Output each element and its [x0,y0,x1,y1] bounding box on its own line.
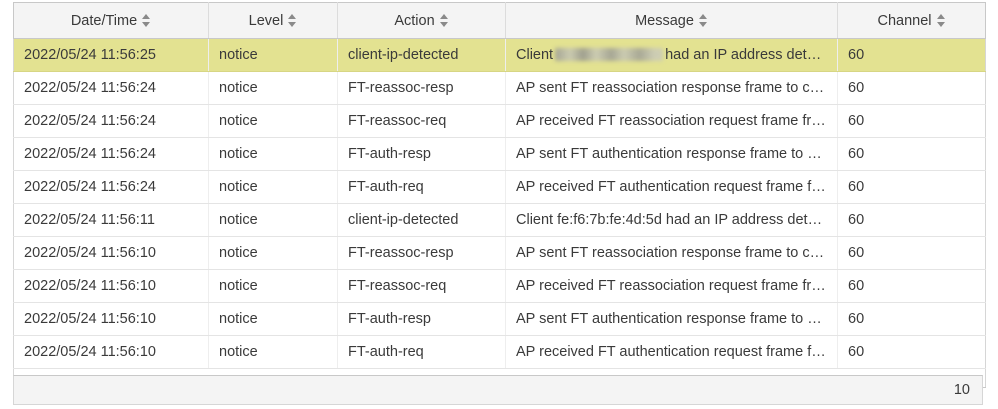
cell-datetime: 2022/05/24 11:56:10 [13,302,209,336]
cell-channel: 60 [837,236,986,270]
cell-action: client-ip-detected [337,203,506,237]
record-count: 10 [953,382,970,398]
cell-message: Client fe:f6:7b:fe:4d:5d had an IP addre… [505,203,838,237]
cell-level: notice [208,38,338,72]
cell-channel: 60 [837,71,986,105]
column-header-message-label: Message [635,12,694,29]
sort-updown-icon[interactable] [142,14,151,28]
cell-level: notice [208,269,338,303]
cell-message: AP received FT reassociation request fra… [505,104,838,138]
column-header-level[interactable]: Level [208,2,338,39]
cell-datetime: 2022/05/24 11:56:25 [13,38,209,72]
message-text-prefix: Client [516,47,554,63]
cell-message: AP received FT reassociation request fra… [505,269,838,303]
cell-level: notice [208,71,338,105]
sort-updown-icon[interactable] [698,14,708,28]
cell-action: FT-auth-resp [337,302,506,336]
cell-level: notice [208,302,338,336]
cell-message: AP sent FT authentication response frame… [505,302,838,336]
column-header-message[interactable]: Message [505,2,838,39]
cell-datetime: 2022/05/24 11:56:24 [13,71,209,105]
sort-updown-icon[interactable] [936,14,946,28]
sort-updown-icon[interactable] [439,14,449,28]
cell-channel: 60 [837,302,986,336]
cell-datetime: 2022/05/24 11:56:24 [13,137,209,171]
log-table-container: Date/Time Level Action [13,2,986,388]
cell-action: client-ip-detected [337,38,506,72]
cell-message: AP sent FT reassociation response frame … [505,236,838,270]
cell-channel: 60 [837,170,986,204]
cell-datetime: 2022/05/24 11:56:10 [13,236,209,270]
cell-action: FT-auth-resp [337,137,506,171]
cell-level: notice [208,104,338,138]
cell-level: notice [208,236,338,270]
cell-channel: 60 [837,269,986,303]
cell-action: FT-auth-req [337,170,506,204]
sort-updown-icon[interactable] [288,14,297,28]
cell-channel: 60 [837,38,986,72]
cell-level: notice [208,203,338,237]
cell-datetime: 2022/05/24 11:56:10 [13,269,209,303]
column-header-action[interactable]: Action [337,2,506,39]
table-footer: 10 [13,375,983,405]
cell-datetime: 2022/05/24 11:56:11 [13,203,209,237]
cell-channel: 60 [837,137,986,171]
column-header-level-label: Level [248,12,284,29]
event-log-table: Date/Time Level Action [13,2,986,388]
cell-channel: 60 [837,335,986,369]
column-header-datetime-label: Date/Time [70,12,138,29]
cell-action: FT-auth-req [337,335,506,369]
cell-action: FT-reassoc-req [337,269,506,303]
cell-message: Client had an IP address detect... [505,38,838,72]
cell-message: AP received FT authentication request fr… [505,170,838,204]
cell-level: notice [208,335,338,369]
cell-channel: 60 [837,104,986,138]
cell-action: FT-reassoc-resp [337,236,506,270]
table-header-row: Date/Time Level Action [13,2,986,39]
cell-datetime: 2022/05/24 11:56:10 [13,335,209,369]
cell-action: FT-reassoc-resp [337,71,506,105]
column-header-datetime[interactable]: Date/Time [13,2,209,39]
cell-message: AP sent FT reassociation response frame … [505,71,838,105]
column-header-channel[interactable]: Channel [837,2,986,39]
cell-datetime: 2022/05/24 11:56:24 [13,104,209,138]
cell-channel: 60 [837,203,986,237]
message-text-suffix: had an IP address detect... [665,47,838,63]
table-header: Date/Time Level Action [13,2,986,39]
cell-datetime: 2022/05/24 11:56:24 [13,170,209,204]
column-header-action-label: Action [394,12,435,29]
cell-level: notice [208,137,338,171]
cell-action: FT-reassoc-req [337,104,506,138]
cell-message: AP sent FT authentication response frame… [505,137,838,171]
column-header-channel-label: Channel [877,12,932,29]
cell-level: notice [208,170,338,204]
redacted-mac-address [555,48,664,61]
cell-message: AP received FT authentication request fr… [505,335,838,369]
